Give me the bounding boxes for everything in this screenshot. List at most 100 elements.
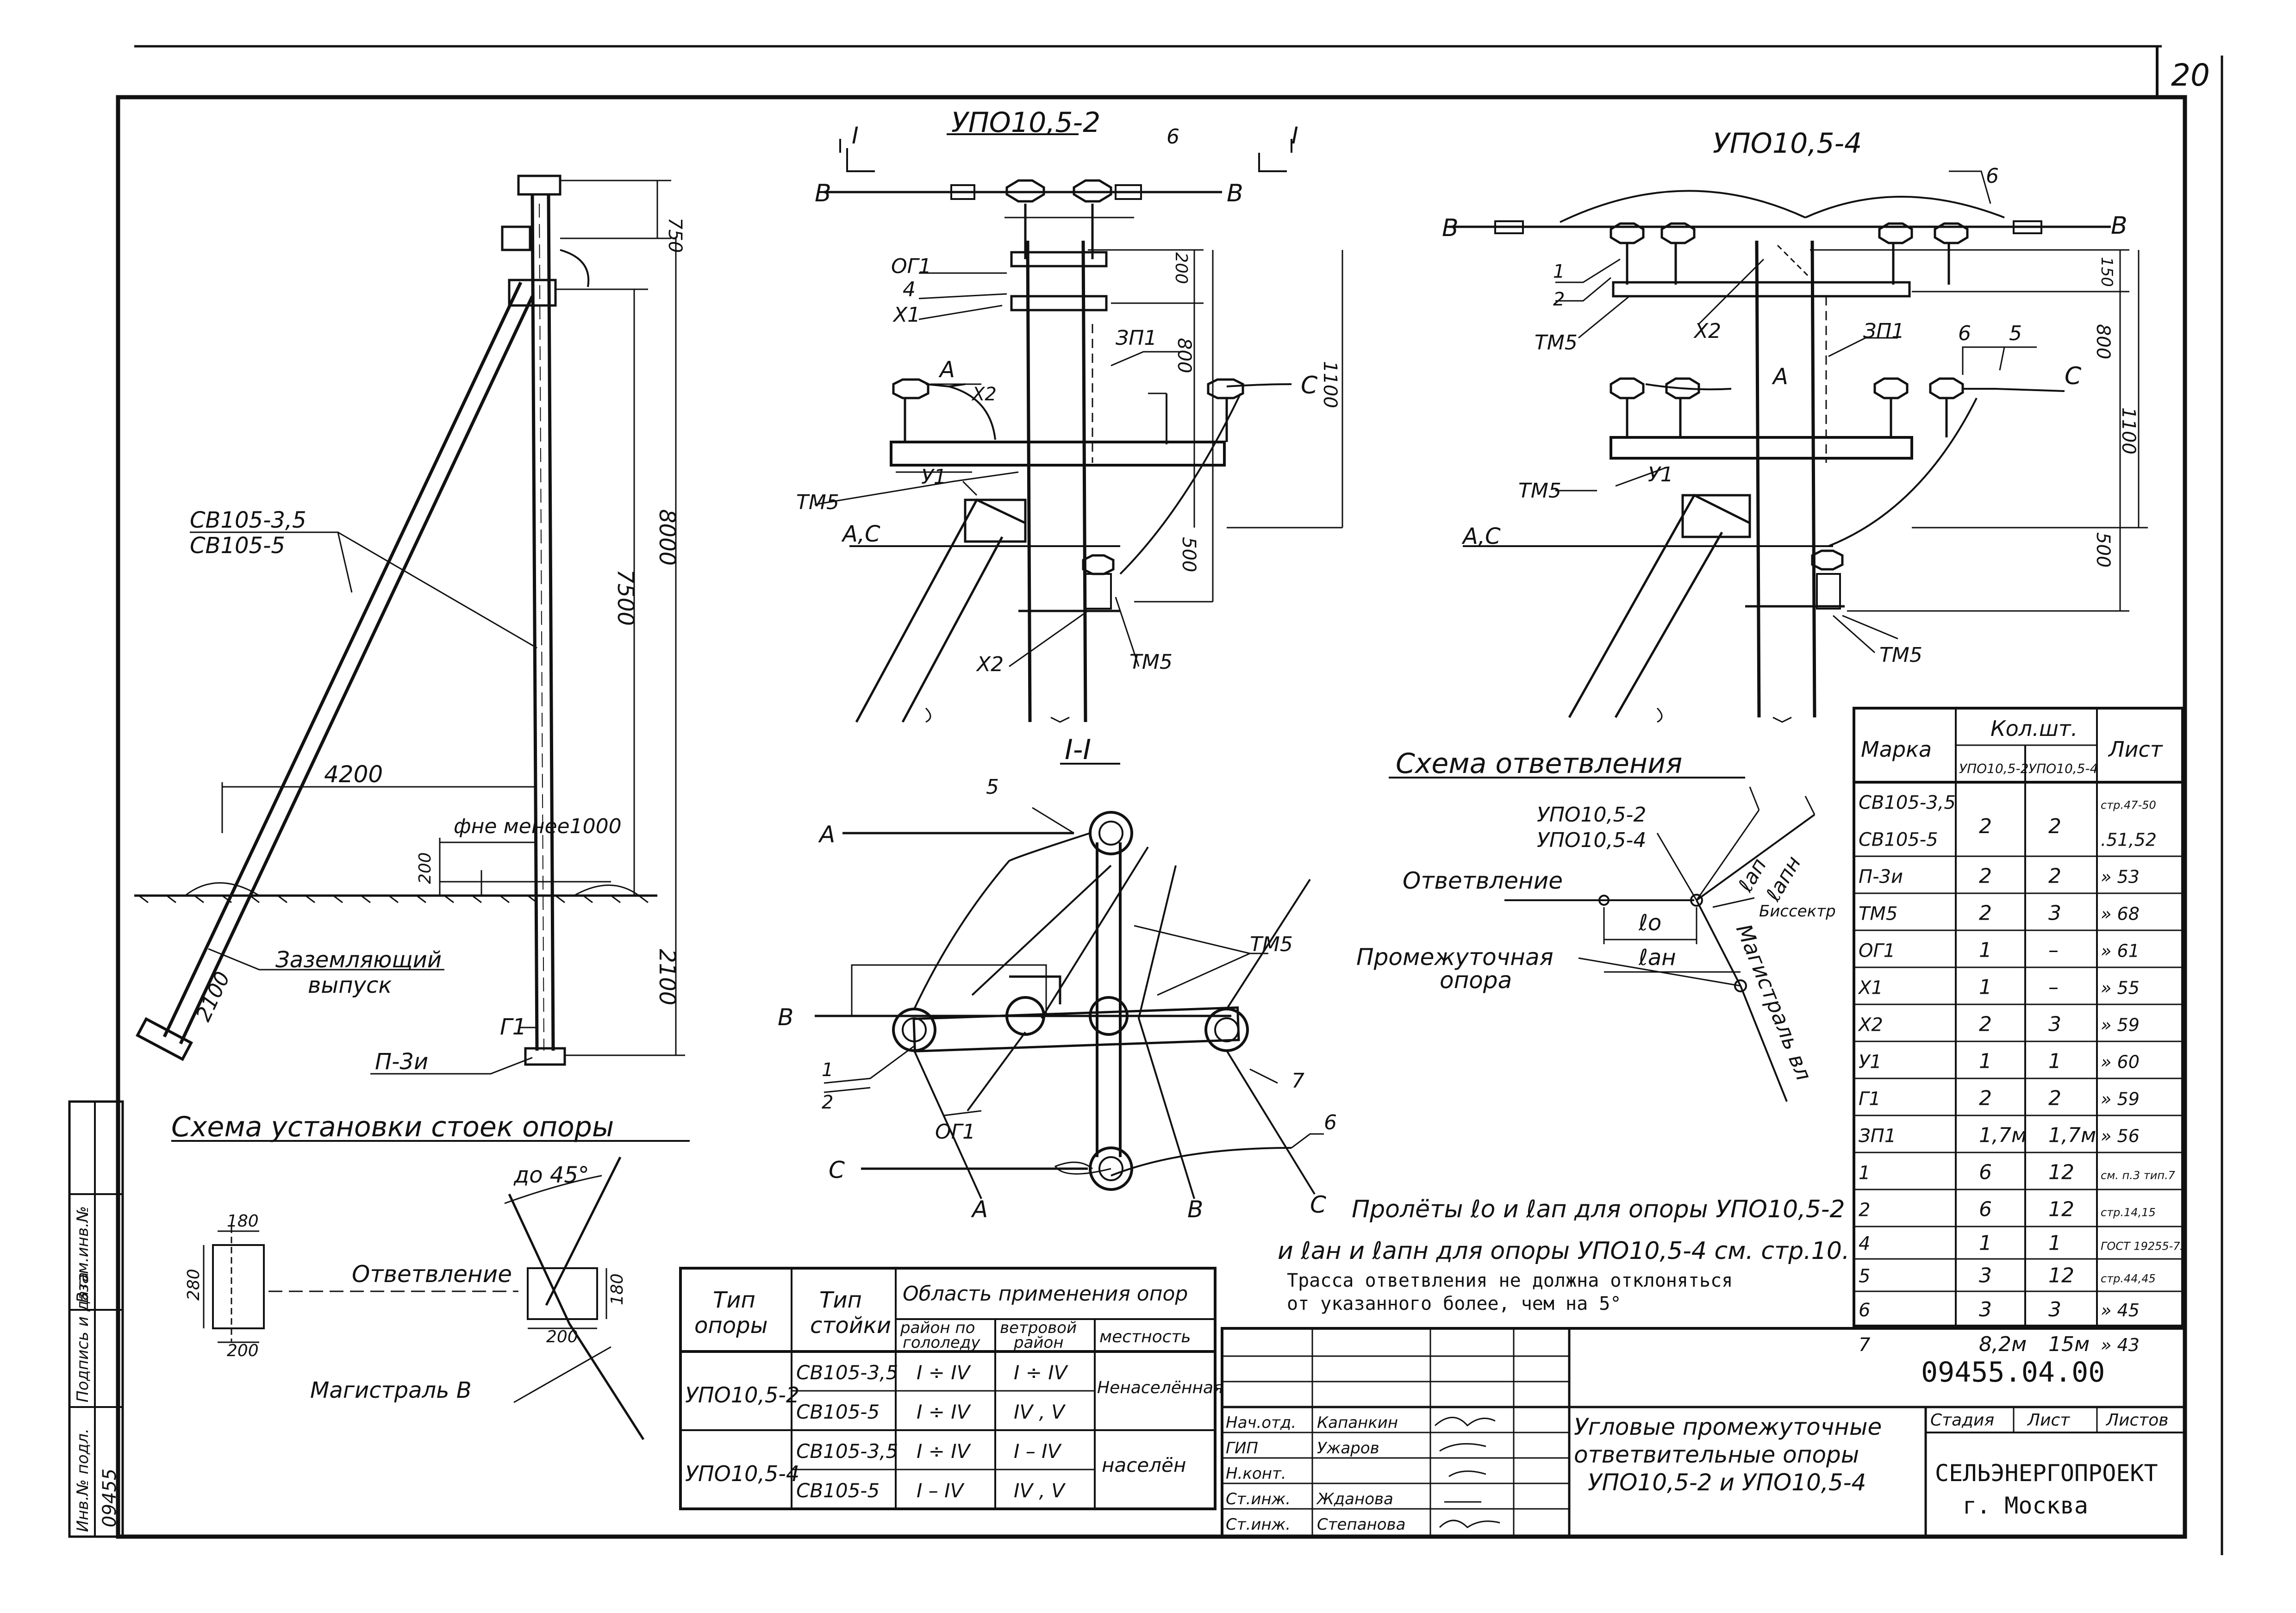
ut-r2-ice: I ÷ IV — [917, 1440, 972, 1463]
upo2-C: С — [1301, 372, 1318, 399]
section-tm5: ТМ5 — [1250, 933, 1293, 956]
install-d180: 180 — [227, 1212, 259, 1231]
upo2-dim-500: 500 — [1178, 537, 1199, 572]
install-title: Схема установки стоек опоры — [171, 1111, 614, 1143]
dim-8000: 8000 — [654, 509, 680, 566]
pt-h-mark: Марка — [1861, 737, 1932, 762]
ut-r1-wind: IV , V — [1014, 1401, 1066, 1423]
branch-lapn: ℓапн — [1761, 852, 1806, 905]
parts-cell-b: 12 — [2048, 1198, 2074, 1221]
stamp-field-replace: Взам.инв.№ — [74, 1206, 92, 1303]
parts-cell-sheet: » 55 — [2101, 978, 2140, 998]
tb-org-1: СЕЛЬЭНЕРГОПРОЕКТ — [1935, 1460, 2158, 1487]
parts-cell-a: 2 — [1979, 1087, 1992, 1110]
title-block — [1221, 1327, 2186, 1538]
label-ground-2: выпуск — [308, 972, 392, 998]
upo4-A: А — [1772, 364, 1788, 390]
tb-role-1: ГИП — [1226, 1439, 1258, 1457]
ut-r3-stand: СВ105-5 — [796, 1479, 880, 1502]
branch-lan: ℓан — [1638, 945, 1676, 971]
section-A-bottom: А — [971, 1196, 988, 1223]
upo4-zp1: ЗП1 — [1863, 319, 1904, 343]
parts-cell-sheet: стр.14,15 — [2101, 1206, 2156, 1219]
parts-cell-a: 6 — [1979, 1198, 1992, 1221]
note-line-4: от указанного более, чем на 5° — [1287, 1293, 1621, 1314]
parts-cell-mark: У1 — [1859, 1052, 1882, 1073]
upo2-B-right: В — [1227, 180, 1243, 207]
stamp-field-sign: Подпись и дата — [74, 1272, 92, 1402]
tb-name-1: Ужаров — [1317, 1439, 1379, 1457]
tb-sheets: Листов — [2105, 1411, 2168, 1430]
parts-cell-mark: ТМ5 — [1859, 903, 1897, 925]
dim-2100-strut: 2100 — [192, 968, 235, 1025]
ut-r0-support: УПО10,5-2 — [685, 1383, 799, 1407]
section-B-bottom: В — [1187, 1196, 1203, 1223]
section-n7: 7 — [1292, 1069, 1304, 1093]
ut-h-wind-1: район по — [900, 1319, 975, 1337]
parts-cell-b: 12 — [2048, 1161, 2074, 1184]
dim-2100: 2100 — [654, 949, 680, 1005]
parts-cell-mark: П-3и — [1859, 866, 1903, 888]
ut-h-support-2: опоры — [694, 1313, 767, 1339]
section-n2: 2 — [822, 1092, 833, 1113]
doc-code: 09455.04.00 — [1921, 1356, 2105, 1389]
install-d180b: 180 — [608, 1273, 627, 1305]
upo4-x2: Х2 — [1693, 319, 1721, 343]
tb-role-3: Ст.инж. — [1226, 1490, 1291, 1508]
parts-cell-mark: 1 — [1859, 1163, 1870, 1184]
parts-cell-sheet: » 68 — [2101, 904, 2140, 924]
parts-cell-mark: СВ105-5 — [1859, 829, 1938, 851]
parts-cell-b: 2 — [2048, 1087, 2061, 1110]
note-line-1: Пролёты ℓо и ℓап для опоры УПО10,5-2 — [1352, 1196, 1845, 1223]
section-A-left: А — [818, 821, 835, 848]
parts-cell-sheet: » 59 — [2101, 1089, 2140, 1109]
upo4-u1: У1 — [1648, 463, 1673, 486]
dim-7500: 7500 — [612, 569, 638, 626]
parts-cell-a: 1,7м — [1979, 1124, 2027, 1147]
parts-cell-a: 3 — [1979, 1264, 1992, 1287]
label-base: П-3и — [375, 1049, 428, 1075]
section-B-left: В — [778, 1004, 793, 1031]
page-frame — [116, 45, 2223, 1555]
parts-cell-sheet: стр.47-50 — [2101, 799, 2156, 812]
ut-h-stand-1: Тип — [819, 1287, 862, 1313]
upo2-zp1: ЗП1 — [1116, 326, 1157, 350]
parts-cell-sheet: » 53 — [2101, 867, 2140, 887]
parts-cell-b: – — [2048, 976, 2059, 999]
upo2-6: 6 — [1167, 125, 1179, 149]
branch-scheme — [1389, 777, 1816, 1102]
upo2-x1: Х1 — [892, 303, 920, 327]
upo2-B-left: В — [815, 180, 831, 207]
parts-cell-mark: ЗП1 — [1859, 1126, 1896, 1147]
note-line-3: Трасса ответвления не должна отклоняться — [1287, 1270, 1733, 1291]
parts-cell-sheet: см. п.3 тип.7 — [2101, 1169, 2176, 1182]
parts-cell-a: 3 — [1979, 1298, 1992, 1321]
parts-cell-sheet: » 60 — [2101, 1052, 2140, 1072]
side-stamp: Инв.№ подл. Подпись и дата Взам.инв.№ 09… — [68, 1100, 124, 1538]
upo2-og1: ОГ1 — [891, 255, 931, 278]
note-line-2: и ℓан и ℓапн для опоры УПО10,5-4 см. стр… — [1278, 1237, 1849, 1265]
ut-r0-stand: СВ105-3,5 — [796, 1361, 898, 1384]
upo4-title: УПО10,5-4 — [1713, 127, 1862, 160]
upo4-tm5-b: ТМ5 — [1879, 643, 1922, 667]
parts-cell-b: 15м — [2048, 1333, 2090, 1356]
ut-r0-terrain: Ненаселённая — [1097, 1378, 1223, 1397]
install-d200: 200 — [227, 1341, 259, 1360]
parts-table — [1853, 707, 2184, 1327]
parts-cell-b: 3 — [2048, 902, 2061, 925]
tb-role-2: Н.конт. — [1226, 1464, 1286, 1483]
upo2-4: 4 — [903, 278, 916, 301]
parts-cell-sheet: » 56 — [2101, 1126, 2140, 1146]
parts-cell-mark: Г1 — [1859, 1089, 1881, 1110]
upo4-tm5-top: ТМ5 — [1535, 331, 1578, 355]
install-d280: 280 — [184, 1269, 203, 1301]
branch-intermediate-2: опора — [1440, 967, 1512, 994]
section-n6: 6 — [1324, 1111, 1337, 1134]
stamp-field-inv: Инв.№ подл. — [74, 1428, 92, 1532]
parts-cell-b: 3 — [2048, 1013, 2061, 1036]
upo4-2: 2 — [1553, 289, 1565, 310]
parts-cell-sheet: стр.44,45 — [2101, 1272, 2156, 1285]
branch-main: Магистраль вл — [1731, 921, 1817, 1084]
branch-type-1: УПО10,5-2 — [1537, 803, 1646, 827]
ut-r0-wind: I ÷ IV — [1014, 1361, 1069, 1384]
